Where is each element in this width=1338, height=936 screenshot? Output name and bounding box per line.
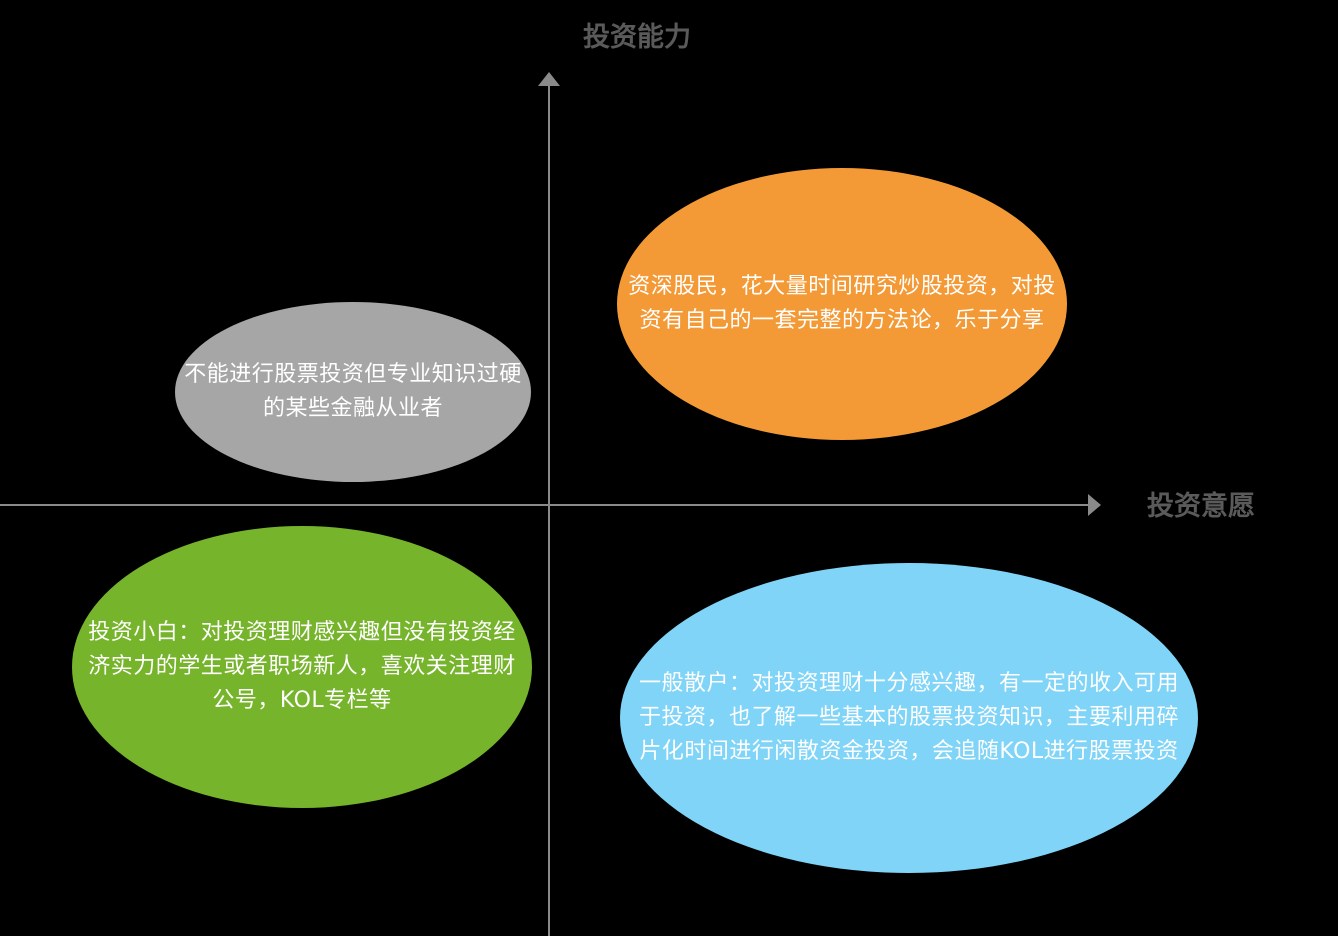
quadrant-top-left-text: 不能进行股票投资但专业知识过硬的某些金融从业者	[184, 362, 522, 421]
quadrant-top-right-text: 资深股民，花大量时间研究炒股投资，对投资有自己的一套完整的方法论，乐于分享	[628, 274, 1056, 333]
quadrant-top-left-ellipse: 不能进行股票投资但专业知识过硬的某些金融从业者	[175, 302, 531, 482]
quadrant-bottom-left-text: 投资小白：对投资理财感兴趣但没有投资经济实力的学生或者职场新人，喜欢关注理财公号…	[88, 620, 516, 713]
x-axis-arrow	[1088, 494, 1101, 516]
quadrant-bottom-right-ellipse: 一般散户：对投资理财十分感兴趣，有一定的收入可用于投资，也了解一些基本的股票投资…	[620, 563, 1198, 873]
y-axis-label: 投资能力	[583, 22, 691, 53]
quadrant-top-right-ellipse: 资深股民，花大量时间研究炒股投资，对投资有自己的一套完整的方法论，乐于分享	[617, 168, 1067, 440]
y-axis-arrow	[538, 72, 560, 86]
quadrant-bottom-left-ellipse: 投资小白：对投资理财感兴趣但没有投资经济实力的学生或者职场新人，喜欢关注理财公号…	[72, 526, 532, 808]
x-axis-label: 投资意愿	[1147, 491, 1255, 522]
quadrant-bottom-right-text: 一般散户：对投资理财十分感兴趣，有一定的收入可用于投资，也了解一些基本的股票投资…	[638, 671, 1179, 764]
